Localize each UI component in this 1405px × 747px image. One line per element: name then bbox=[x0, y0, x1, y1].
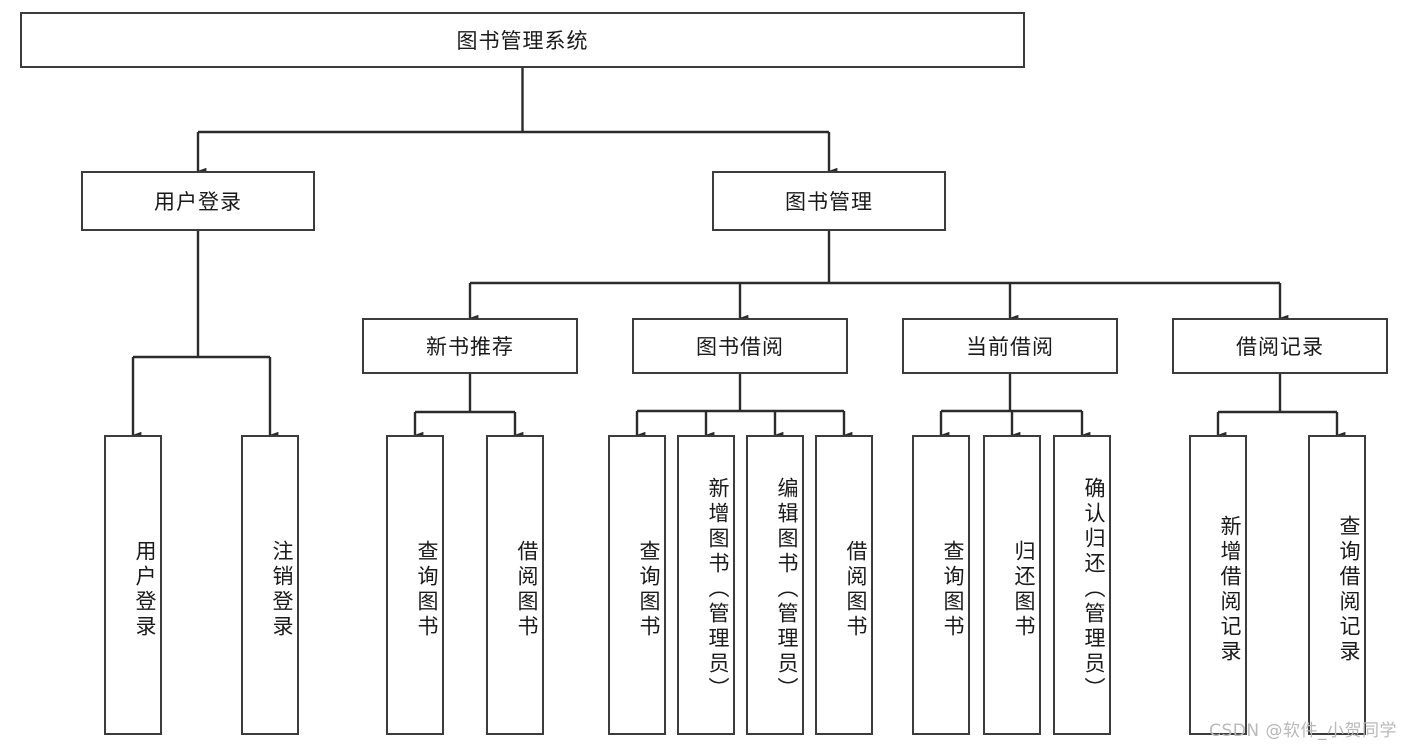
node-book-borrow[interactable]: 图书借阅 bbox=[632, 318, 848, 374]
node-leaf-edit-book[interactable]: 编辑图书（管理员） bbox=[746, 435, 804, 735]
node-label: 新书推荐 bbox=[426, 335, 514, 359]
node-label: 查询图书 bbox=[941, 540, 965, 640]
node-borrow-record[interactable]: 借阅记录 bbox=[1172, 318, 1388, 374]
node-label: 注销登录 bbox=[270, 540, 294, 640]
node-label: 图书借阅 bbox=[696, 335, 784, 359]
node-leaf-add-book[interactable]: 新增图书（管理员） bbox=[677, 435, 735, 735]
node-leaf-query-book-2[interactable]: 查询图书 bbox=[608, 435, 666, 735]
node-label: 借阅图书 bbox=[844, 540, 868, 640]
node-leaf-logout[interactable]: 注销登录 bbox=[241, 435, 299, 735]
node-leaf-borrow-book-1[interactable]: 借阅图书 bbox=[486, 435, 544, 735]
node-leaf-confirm-return[interactable]: 确认归还（管理员） bbox=[1053, 435, 1111, 735]
node-label: 图书管理系统 bbox=[456, 29, 589, 53]
watermark-text: CSDN @软件_小贺同学 bbox=[1209, 721, 1397, 741]
node-label: 图书管理 bbox=[785, 190, 873, 214]
node-root[interactable]: 图书管理系统 bbox=[20, 12, 1025, 68]
node-label: 用户登录 bbox=[133, 540, 157, 640]
node-leaf-add-record[interactable]: 新增借阅记录 bbox=[1189, 435, 1247, 735]
node-leaf-query-book-1[interactable]: 查询图书 bbox=[386, 435, 444, 735]
node-label: 当前借阅 bbox=[966, 335, 1054, 359]
node-leaf-query-record[interactable]: 查询借阅记录 bbox=[1308, 435, 1366, 735]
node-new-book-rec[interactable]: 新书推荐 bbox=[362, 318, 578, 374]
node-label: 新增图书（管理员） bbox=[706, 476, 730, 702]
node-label: 查询借阅记录 bbox=[1337, 515, 1361, 665]
node-label: 新增借阅记录 bbox=[1218, 515, 1242, 665]
node-leaf-user-login[interactable]: 用户登录 bbox=[104, 435, 162, 735]
node-label: 归还图书 bbox=[1012, 540, 1036, 640]
node-current-borrow[interactable]: 当前借阅 bbox=[902, 318, 1118, 374]
node-label: 确认归还（管理员） bbox=[1082, 476, 1106, 702]
node-label: 编辑图书（管理员） bbox=[775, 476, 799, 702]
node-leaf-query-book-3[interactable]: 查询图书 bbox=[912, 435, 970, 735]
node-label: 借阅记录 bbox=[1236, 335, 1324, 359]
node-label: 借阅图书 bbox=[515, 540, 539, 640]
node-label: 查询图书 bbox=[415, 540, 439, 640]
node-label: 用户登录 bbox=[154, 190, 242, 214]
node-label: 查询图书 bbox=[637, 540, 661, 640]
node-user-login[interactable]: 用户登录 bbox=[81, 171, 315, 231]
node-leaf-borrow-book-2[interactable]: 借阅图书 bbox=[815, 435, 873, 735]
node-book-manage[interactable]: 图书管理 bbox=[712, 171, 946, 231]
node-leaf-return-book[interactable]: 归还图书 bbox=[983, 435, 1041, 735]
